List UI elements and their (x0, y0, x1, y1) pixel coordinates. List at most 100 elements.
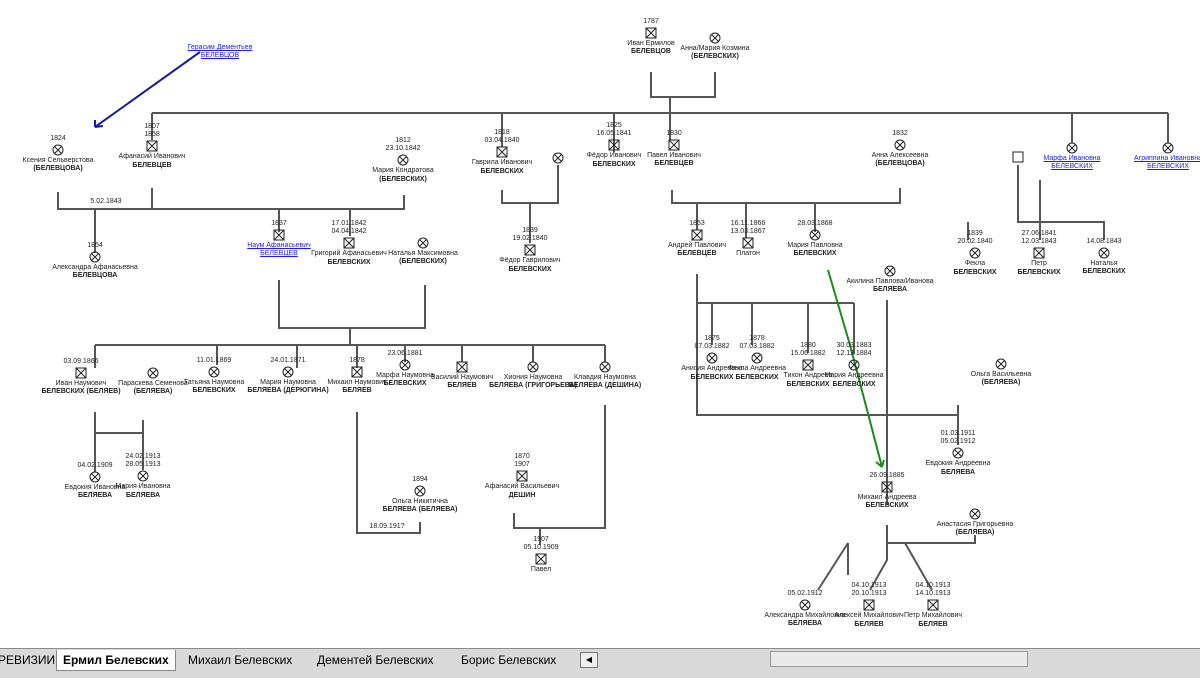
person-tikhon[interactable]: 1880 15.06.1882 Тихон Андреев БЕЛЕВСКИХ (758, 342, 858, 389)
person-name-link[interactable]: Наум Афанасьевич (247, 242, 311, 250)
person-name-link[interactable]: Марфа Ивановна (1043, 155, 1101, 162)
birth-date: 05.02.1912 (787, 590, 823, 597)
birth-date: 1830 (666, 130, 682, 137)
person-name: Анисия Андреевна (681, 365, 743, 373)
person-surname: БЕЛЯЕВА (77, 492, 113, 500)
person-paraskeva[interactable]: Параскева Семенова (БЕЛЯЕВА) (103, 366, 203, 396)
person-name: Ксения Сельверстова (22, 157, 94, 165)
death-date: 04.04.1842 (331, 228, 367, 236)
person-gavrila[interactable]: 1818 03.04.1840 Гаврила Иванович БЕЛЕВСК… (452, 129, 552, 176)
person-name: Ольга Васильевна (970, 371, 1032, 378)
death-date: 23.10.1842 (385, 145, 421, 153)
person-aleksandra-a[interactable]: 1854 Александра Афанасьевна БЕЛЕВЦОВА (45, 242, 145, 281)
person-platon[interactable]: 16.11.1866 13.03.1867 Платон (698, 220, 798, 259)
person-name: Григорий Афанасьевич (311, 250, 387, 258)
person-petr-i[interactable]: 27.06.1841 12.03.1843 Петр БЕЛЕВСКИХ (989, 230, 1089, 277)
person-fekla-i[interactable]: 1839 20.02.1840 Фекла БЕЛЕВСКИХ (925, 230, 1025, 277)
person-gerasim[interactable]: Герасим Дементьев БЕЛЕВЦОВ (170, 44, 270, 60)
person-surname: БЕЛЕВЦЕВ (677, 250, 717, 258)
person-anna-a[interactable]: 1832 Анна Алексеевна (БЕЛЕВЦОВА) (850, 130, 950, 169)
male-icon (75, 367, 87, 379)
person-gavrila-wife[interactable] (508, 151, 608, 165)
person-pavel[interactable]: 1830 Павел Иванович БЕЛЕВЦЕВ (624, 130, 724, 169)
person-maria-n[interactable]: 24.01.1871 Мария Наумовна БЕЛЯЕВА (ДЕРЮГ… (238, 357, 338, 396)
person-afanasy[interactable]: 1807 1858 Афанасий Иванович БЕЛЕВЦЕВ (102, 123, 202, 170)
birth-date: 1825 (606, 122, 622, 129)
person-fedor-g[interactable]: 1839 19.02.1840 Фёдор Гаврилович БЕЛЕВСК… (480, 227, 580, 274)
person-aleksey-m[interactable]: 04.10.1913 20.10.1913 Алексей Михайлович… (819, 582, 919, 629)
person-surname: (БЕЛЕВЦОВА) (875, 160, 925, 168)
tab-boris-belevskikh[interactable]: Борис Белевских (461, 653, 557, 667)
person-surname: (БЕЛЕВСКИХ) (399, 258, 447, 266)
person-surname: БЕЛЕВЦОВ (631, 48, 671, 56)
person-name-link[interactable]: Агриппина Ивановна (1133, 155, 1200, 162)
person-khionia[interactable]: Хиония Наумовна БЕЛЯЕВА (ГРИГОРЬЕВА) (483, 360, 583, 390)
person-klavdia[interactable]: Клавдия Наумовна БЕЛЯЕВА (ДЕШИНА) (555, 360, 655, 390)
death-date: 28.05.1913 (125, 461, 161, 469)
person-name: Александра Афанасьевна (52, 264, 138, 272)
person-unknown-husband[interactable] (968, 150, 1068, 164)
person-name-link[interactable]: Герасим Дементьев (187, 44, 253, 51)
person-surname: БЕЛЕВСКИХ (865, 502, 909, 510)
female-icon (799, 599, 811, 611)
person-evdokia-a[interactable]: 01.03.1911 05.02.1912 Евдокия Андреевна … (908, 430, 1008, 477)
person-ivan[interactable]: 1787 Иван Ермилов БЕЛЕВЦОВ (601, 18, 701, 57)
person-mikhail-n[interactable]: 1878 Михаил Наумович БЕЛЯЕВ (307, 357, 407, 396)
person-mikhail-a[interactable]: 26.09.1885 Михаил Андреева БЕЛЕВСКИХ (837, 472, 937, 511)
family-tree-canvas[interactable]: Герасим Дементьев БЕЛЕВЦОВ 1787 Иван Ерм… (0, 0, 1200, 648)
female-icon (706, 352, 718, 364)
person-tatiana[interactable]: 11.01.1869 Татьяна Наумовна БЕЛЕВСКИХ (164, 357, 264, 396)
person-surname-link[interactable]: БЕЛЕВСКИХ (1147, 163, 1189, 171)
person-akilina[interactable]: Акилина Павлова/Иванова БЕЛЯЕВА (840, 264, 940, 294)
person-marfa[interactable]: Марфа Ивановна БЕЛЕВСКИХ (1022, 141, 1122, 171)
person-andrey[interactable]: 1853 Андрей Павлович БЕЛЕВЦЕВ (647, 220, 747, 259)
person-agrippina[interactable]: Агриппина Ивановна БЕЛЕВСКИХ (1118, 141, 1200, 171)
person-name: Мария Наумовна (260, 379, 316, 387)
person-surname-link[interactable]: БЕЛЕВСКИХ (1051, 163, 1093, 171)
tab-revizii[interactable]: РЕВИЗИИ (0, 653, 56, 667)
female-icon (147, 367, 159, 379)
person-maria-p[interactable]: 28.03.1868 Мария Павловна БЕЛЕВСКИХ (765, 220, 865, 259)
person-ivan-n[interactable]: 03.09.1866 Иван Наумович БЕЛЕВСКИХ (БЕЛЯ… (31, 358, 131, 397)
female-icon (809, 229, 821, 241)
female-icon (552, 152, 564, 164)
person-marfa-n[interactable]: 23.06.1881 Марфа Наумовна БЕЛЕВСКИХ (355, 350, 455, 389)
person-name: Гаврила Иванович (471, 159, 533, 167)
person-anna-maria[interactable]: Анна/Мария Козмина (БЕЛЕВСКИХ) (665, 31, 765, 61)
person-olga-n[interactable]: 1894 Ольга Никитична БЕЛЯЕВА (БЕЛЯЕВА) (370, 476, 470, 515)
person-pavel-a[interactable]: 1907 05.10.1909 Павел (491, 536, 591, 575)
person-maria-k[interactable]: 1812 23.10.1842 Мария Кондратова (БЕЛЕВС… (353, 137, 453, 184)
person-natalia-m[interactable]: Наталья Максимовна (БЕЛЕВСКИХ) (373, 236, 473, 266)
person-petr-m[interactable]: 04.10.1913 14.10.1913 Петр Михайлович БЕ… (883, 582, 983, 629)
person-maria-a[interactable]: 30.03.1883 12.12.1884 Мария Андреевна БЕ… (804, 342, 904, 389)
tab-scroll-left-button[interactable]: ◀ (580, 652, 598, 668)
tab-mikhail-belevskikh[interactable]: Михаил Белевских (188, 653, 293, 667)
female-icon (894, 139, 906, 151)
person-fekla-a[interactable]: 1878 07.03.1882 Фекла Андреевна БЕЛЕВСКИ… (707, 335, 807, 382)
person-vasily-n[interactable]: Василий Наумович БЕЛЯЕВ (412, 360, 512, 390)
person-anisia[interactable]: 1875 07.03.1882 Анисия Андреевна БЕЛЕВСК… (662, 335, 762, 382)
person-fedor-i[interactable]: 1825 16.05.1841 Фёдор Иванович БЕЛЕВСКИХ (564, 122, 664, 169)
person-afanasy-v[interactable]: 1870 1907 Афанасий Васильевич ДЕШИН (472, 453, 572, 500)
male-icon (691, 229, 703, 241)
tab-dementey-belevskikh[interactable]: Дементей Белевских (317, 653, 434, 667)
female-icon (52, 144, 64, 156)
person-olga-v[interactable]: Ольга Васильевна (БЕЛЯЕВА) (951, 357, 1051, 387)
horizontal-scrollbar[interactable] (770, 651, 1028, 667)
person-ksenia[interactable]: 1824 Ксения Сельверстова (БЕЛЕВЦОВА) (8, 135, 108, 174)
person-surname: БЕЛЕВСКИХ (327, 258, 371, 266)
birth-date: 1812 (395, 137, 411, 144)
person-natalia-i[interactable]: 14.08.1843 Наталья БЕЛЕВСКИХ (1054, 238, 1154, 277)
person-evdokia-i[interactable]: 04.02.1909 Евдокия Ивановна БЕЛЯЕВА (45, 462, 145, 501)
birth-date: 1839 (522, 227, 538, 234)
person-surname-link[interactable]: БЕЛЕВЦОВ (200, 52, 240, 60)
person-anastasia[interactable]: Анастасия Григорьевна (БЕЛЯЕВА) (925, 507, 1025, 537)
person-maria-i[interactable]: 24.02.1913 28.05.1913 Мария Ивановна БЕЛ… (93, 453, 193, 500)
person-grigory[interactable]: 17.01.1842 04.04.1842 Григорий Афанасьев… (299, 220, 399, 267)
death-date: 15.06.1882 (790, 350, 826, 358)
person-surname-link[interactable]: БЕЛЕВЦЕВ (260, 250, 298, 258)
person-naum[interactable]: 1837 Наум Афанасьевич БЕЛЕВЦЕВ (229, 220, 329, 259)
person-aleksandra-m[interactable]: 05.02.1912 Александра Михайловна БЕЛЯЕВА (755, 590, 855, 629)
person-surname: БЕЛЕВСКИХ (383, 380, 427, 388)
tab-ermil-belevskikh[interactable]: Ермил Белевских (56, 650, 176, 671)
